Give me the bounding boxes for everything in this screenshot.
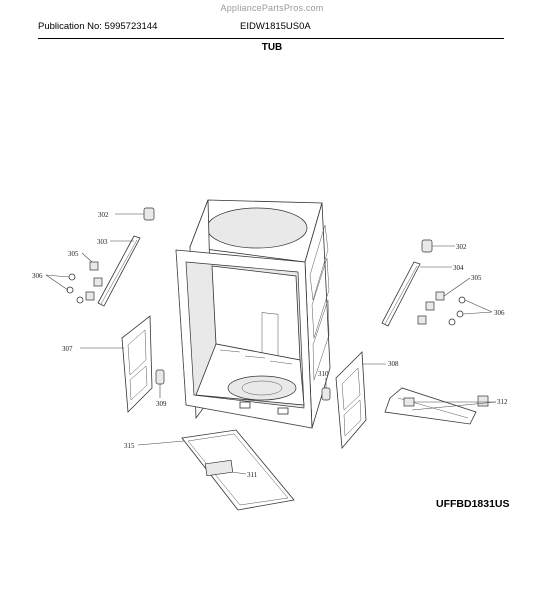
callout-305-left: 305 bbox=[68, 250, 79, 258]
tub-assembly bbox=[175, 199, 331, 429]
part-305-left-clips: 305 bbox=[68, 250, 103, 301]
callout-311: 311 bbox=[247, 471, 258, 479]
diagram-reference: UFFBD1831US bbox=[436, 498, 510, 510]
part-305-right-clips: 305 bbox=[417, 274, 482, 325]
callout-310: 310 bbox=[318, 370, 329, 378]
callout-315: 315 bbox=[124, 442, 135, 450]
part-309: 309 bbox=[155, 369, 167, 408]
tub-clip bbox=[277, 407, 289, 415]
watermark: AppliancePartsPros.com bbox=[220, 3, 324, 13]
callout-306-right: 306 bbox=[494, 309, 505, 317]
part-307-left-panel: 307 bbox=[62, 315, 153, 413]
callout-307: 307 bbox=[62, 345, 73, 353]
part-302-left: 302 bbox=[98, 207, 155, 221]
callout-309: 309 bbox=[156, 400, 167, 408]
part-315-door: 315 311 bbox=[124, 429, 295, 511]
header-rule bbox=[38, 38, 504, 39]
callout-304: 304 bbox=[453, 264, 464, 272]
callout-306-left: 306 bbox=[32, 272, 43, 280]
tub-top-opening bbox=[206, 207, 308, 249]
callout-312: 312 bbox=[497, 398, 508, 406]
section-title: TUB bbox=[261, 42, 283, 53]
model-number: EIDW1815US0A bbox=[240, 21, 311, 32]
tub-sump bbox=[227, 375, 297, 401]
callout-305-right: 305 bbox=[471, 274, 482, 282]
part-306-right-screws: 306 bbox=[448, 296, 505, 326]
callout-302-right: 302 bbox=[456, 243, 467, 251]
part-306-left-screws: 306 bbox=[32, 272, 84, 304]
part-310: 310 bbox=[318, 370, 331, 401]
part-308-right-panel: 308 bbox=[335, 351, 399, 449]
publication-number: Publication No: 5995723144 bbox=[38, 21, 158, 32]
part-303-left-rail: 303 bbox=[97, 235, 141, 307]
callout-302-left: 302 bbox=[98, 211, 109, 219]
tub-clip bbox=[239, 401, 251, 409]
part-312-hinge: 312 bbox=[384, 387, 508, 425]
part-304-right-rail: 304 bbox=[381, 261, 464, 327]
callout-303: 303 bbox=[97, 238, 108, 246]
callout-308: 308 bbox=[388, 360, 399, 368]
part-302-right: 302 bbox=[421, 239, 467, 253]
